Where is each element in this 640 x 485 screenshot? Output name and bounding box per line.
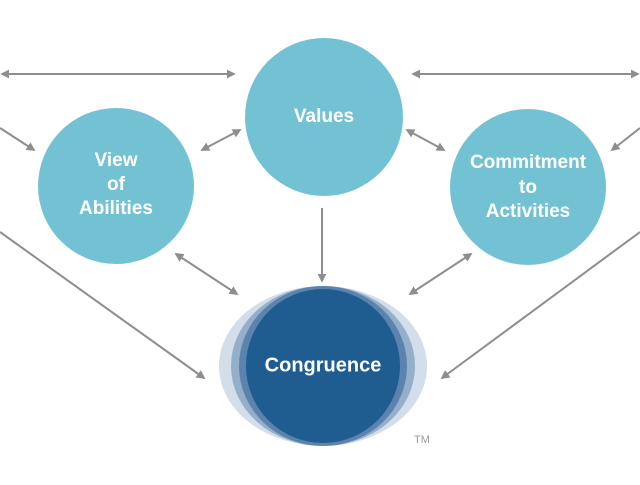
values-label: Values	[294, 106, 354, 127]
node-congruence: Congruence	[219, 286, 427, 446]
connector-arrows	[0, 69, 640, 380]
arrow-commitment-congruence	[408, 253, 473, 295]
commitment-to-activities-label-line-1: Commitment	[470, 152, 587, 173]
node-values: Values	[245, 38, 403, 196]
congruence-circle	[246, 289, 400, 443]
node-commitment-to-activities: Commitment to Activities	[450, 109, 606, 265]
node-view-of-abilities: View of Abilities	[38, 108, 194, 264]
arrow-right-offscreen-to-commitment	[610, 127, 640, 152]
congruence-label: Congruence	[265, 354, 382, 376]
commitment-to-activities-circle	[450, 109, 606, 265]
arrow-left-offscreen-to-congruence	[0, 231, 206, 380]
arrow-values-commitment	[405, 129, 446, 151]
view-of-abilities-label-line-1: View	[95, 150, 138, 171]
arrow-right-offscreen-to-congruence	[440, 231, 640, 380]
commitment-to-activities-label-line-3: Activities	[486, 201, 570, 222]
view-of-abilities-label-line-2: of	[107, 174, 126, 195]
trademark-mark: TM	[414, 434, 430, 446]
values-circle	[245, 38, 403, 196]
view-of-abilities-label-line-3: Abilities	[79, 198, 153, 219]
view-of-abilities-circle	[38, 108, 194, 264]
arrow-view-congruence	[174, 253, 239, 295]
arrow-left-offscreen-to-view	[0, 127, 36, 151]
commitment-to-activities-label-line-2: to	[519, 177, 537, 198]
arrow-view-values	[200, 129, 242, 151]
